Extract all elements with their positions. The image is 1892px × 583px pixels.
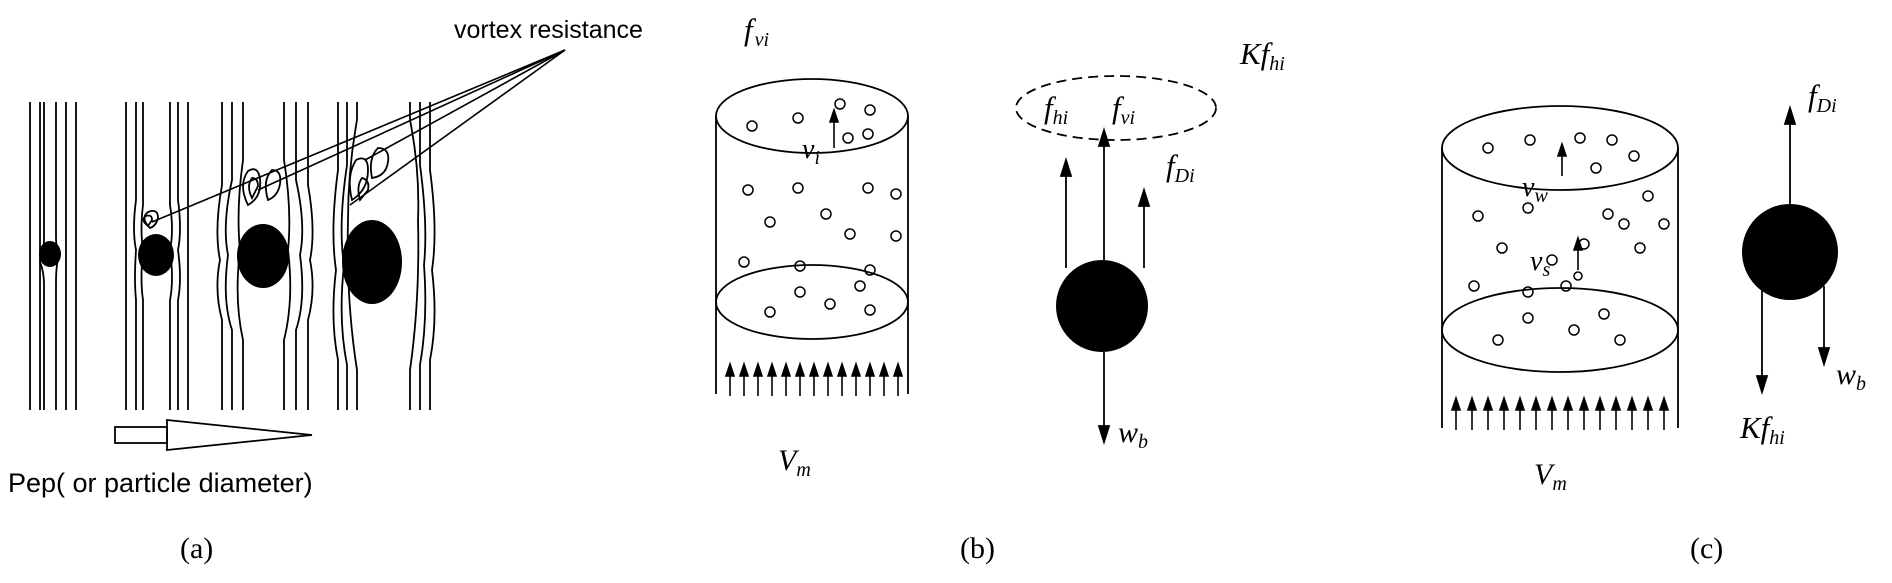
force-arrows-b [1059, 126, 1151, 446]
flow-label-b: Vm [778, 444, 811, 481]
callout-lines [151, 49, 566, 223]
panel-c-label: (c) [1690, 532, 1723, 565]
vw-arrow [1556, 141, 1568, 176]
drag-label-c: fDi [1808, 78, 1837, 117]
increase-arrow [114, 419, 313, 451]
bubble-particle-c [1742, 204, 1838, 300]
panel-a [29, 49, 566, 451]
particle-3 [237, 224, 289, 288]
weight-label-b: wb [1118, 416, 1148, 453]
axis-caption: Pep( or particle diameter) [8, 468, 313, 498]
bubble-particle-b [1056, 260, 1148, 352]
vs-arrow [1572, 235, 1584, 270]
fluid-cylinder [715, 78, 909, 394]
bubbles [738, 98, 902, 318]
inflow-arrows [724, 361, 904, 396]
panel-c [1441, 104, 1838, 430]
weight-label-c: wb [1836, 358, 1866, 395]
callout-label: vortex resistance [454, 16, 643, 44]
vi-arrow [828, 107, 840, 148]
flow-label-c: Vm [1534, 458, 1567, 495]
vw-label: vw [1522, 172, 1548, 207]
inflow-arrows-c [1450, 395, 1670, 430]
kf-label-c: Kfhi [1739, 410, 1785, 449]
force-ellipse [1015, 75, 1217, 141]
ellipse-force-2: fvi [1112, 90, 1135, 129]
particle-4 [342, 220, 402, 304]
drag-label-b: fDi [1166, 148, 1195, 187]
vi-label: vi [802, 134, 820, 169]
panel-b [715, 75, 1217, 446]
ellipse-force-1: fhi [1044, 90, 1068, 129]
force-arrows-c [1755, 104, 1831, 396]
particle-2 [138, 234, 174, 276]
bubbles-c [1468, 132, 1670, 346]
particle-1 [39, 241, 61, 267]
fluid-cylinder-c [1441, 105, 1679, 428]
vs-label: vs [1530, 246, 1550, 281]
panel-a-label: (a) [180, 532, 213, 565]
top-force-label: Kfhi [1239, 36, 1285, 75]
panel-b-label: (b) [960, 532, 995, 565]
